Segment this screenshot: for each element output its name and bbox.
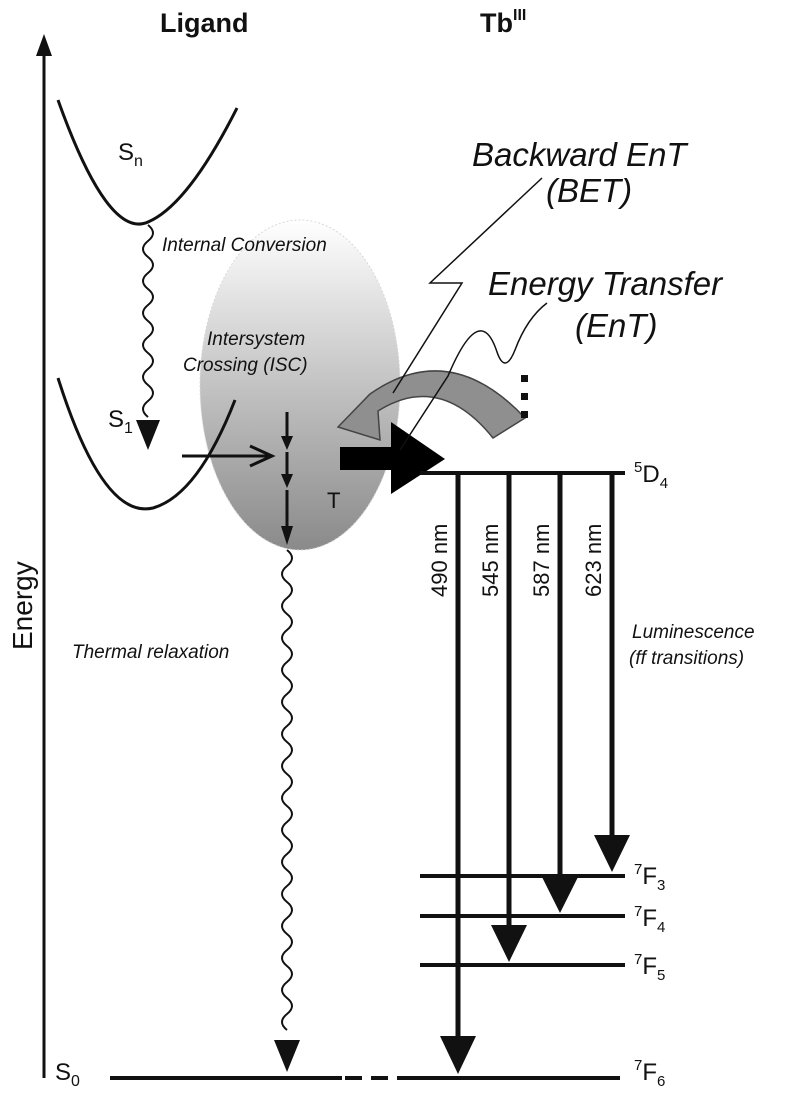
isc-label-line2: Crossing (ISC): [183, 355, 308, 376]
backward-energy-transfer-arrow: [336, 370, 527, 442]
emission-arrow-623: [594, 475, 630, 872]
sn-potential-curve: [56, 99, 239, 226]
energy-axis-label: Energy: [7, 561, 38, 650]
level-5d4-label: 5D4: [634, 459, 668, 492]
s0-label: S0: [55, 1059, 80, 1090]
vibrational-relaxation-arrows: [281, 412, 293, 545]
bet-label-line1: Backward EnT: [472, 136, 689, 173]
emission-arrow-545: [491, 475, 527, 962]
luminescence-label-line2: (ff transitions): [629, 648, 744, 669]
wavelength-587-label: 587 nm: [529, 524, 554, 597]
luminescence-label-line1: Luminescence: [632, 622, 755, 643]
s1-potential-curve: [56, 377, 237, 511]
bet-pointer-line: [392, 177, 543, 394]
level-7f6-label: 7F6: [634, 1057, 665, 1090]
level-7f4-label: 7F4: [634, 903, 665, 936]
internal-conversion-label: Internal Conversion: [162, 235, 327, 256]
metal-header: TbIII: [480, 7, 526, 38]
wavelength-623-label: 623 nm: [581, 524, 606, 597]
s1-label: S1: [108, 406, 133, 437]
energy-transfer-arrow: [340, 422, 445, 494]
emission-arrow-490: [440, 475, 476, 1074]
ent-label-line2: (EnT): [575, 307, 658, 344]
triplet-state-region: [199, 219, 401, 551]
wavelength-490-label: 490 nm: [427, 524, 452, 597]
wavelength-545-label: 545 nm: [478, 524, 503, 597]
triplet-label: T: [327, 488, 340, 513]
bet-label-line2: (BET): [546, 172, 632, 209]
continuation-dots: [521, 375, 528, 418]
internal-conversion-arrowhead: [136, 420, 160, 450]
sn-label: Sn: [118, 139, 143, 170]
thermal-relaxation-arrow: [281, 549, 293, 1031]
ligand-header: Ligand: [160, 8, 249, 38]
isc-arrow: [182, 444, 276, 468]
level-7f5-label: 7F5: [634, 951, 665, 984]
internal-conversion-arrow: [142, 224, 154, 418]
ent-pointer-line: [399, 302, 548, 451]
isc-label-line1: Intersystem: [207, 329, 305, 350]
thermal-relaxation-arrowhead: [274, 1040, 300, 1072]
emission-arrow-587: [542, 475, 578, 913]
level-7f3-label: 7F3: [634, 861, 665, 894]
ent-label-line1: Energy Transfer: [488, 265, 724, 302]
thermal-relaxation-label: Thermal relaxation: [72, 642, 229, 663]
energy-axis: [36, 34, 52, 1078]
